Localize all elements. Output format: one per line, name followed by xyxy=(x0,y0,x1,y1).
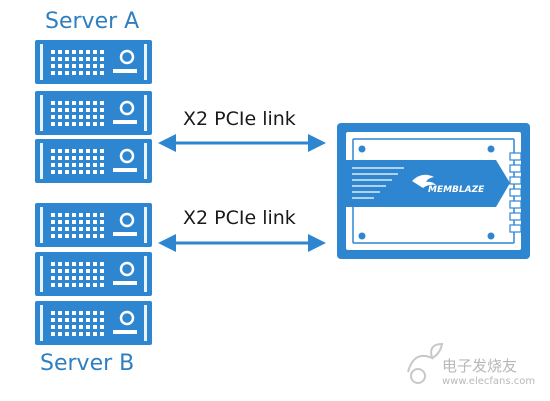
pcie-ssd-device-icon: MEMBLAZE xyxy=(337,123,530,259)
server-a-unit-1-icon xyxy=(33,38,154,86)
top-link-double-arrow-icon xyxy=(158,134,326,152)
watermark-cn-text: 电子发烧友 xyxy=(442,357,518,375)
server-a-stack xyxy=(33,38,154,185)
top-link-label: X2 PCIe link xyxy=(183,108,296,130)
device-brand-label: MEMBLAZE xyxy=(428,185,485,195)
server-b-stack xyxy=(33,201,154,347)
bottom-link-label: X2 PCIe link xyxy=(183,207,296,229)
server-a-unit-3-icon xyxy=(33,137,154,185)
server-b-unit-2-icon xyxy=(33,250,154,298)
server-b-unit-1-icon xyxy=(33,201,154,249)
server-b-label: Server B xyxy=(40,351,135,376)
bottom-link-double-arrow-icon xyxy=(158,234,326,252)
server-a-label: Server A xyxy=(45,9,140,34)
watermark-logo-icon xyxy=(407,342,444,384)
server-b-unit-3-icon xyxy=(33,299,154,347)
server-a-unit-2-icon xyxy=(33,89,154,137)
watermark-url-text: www.elecfans.com xyxy=(442,376,536,387)
